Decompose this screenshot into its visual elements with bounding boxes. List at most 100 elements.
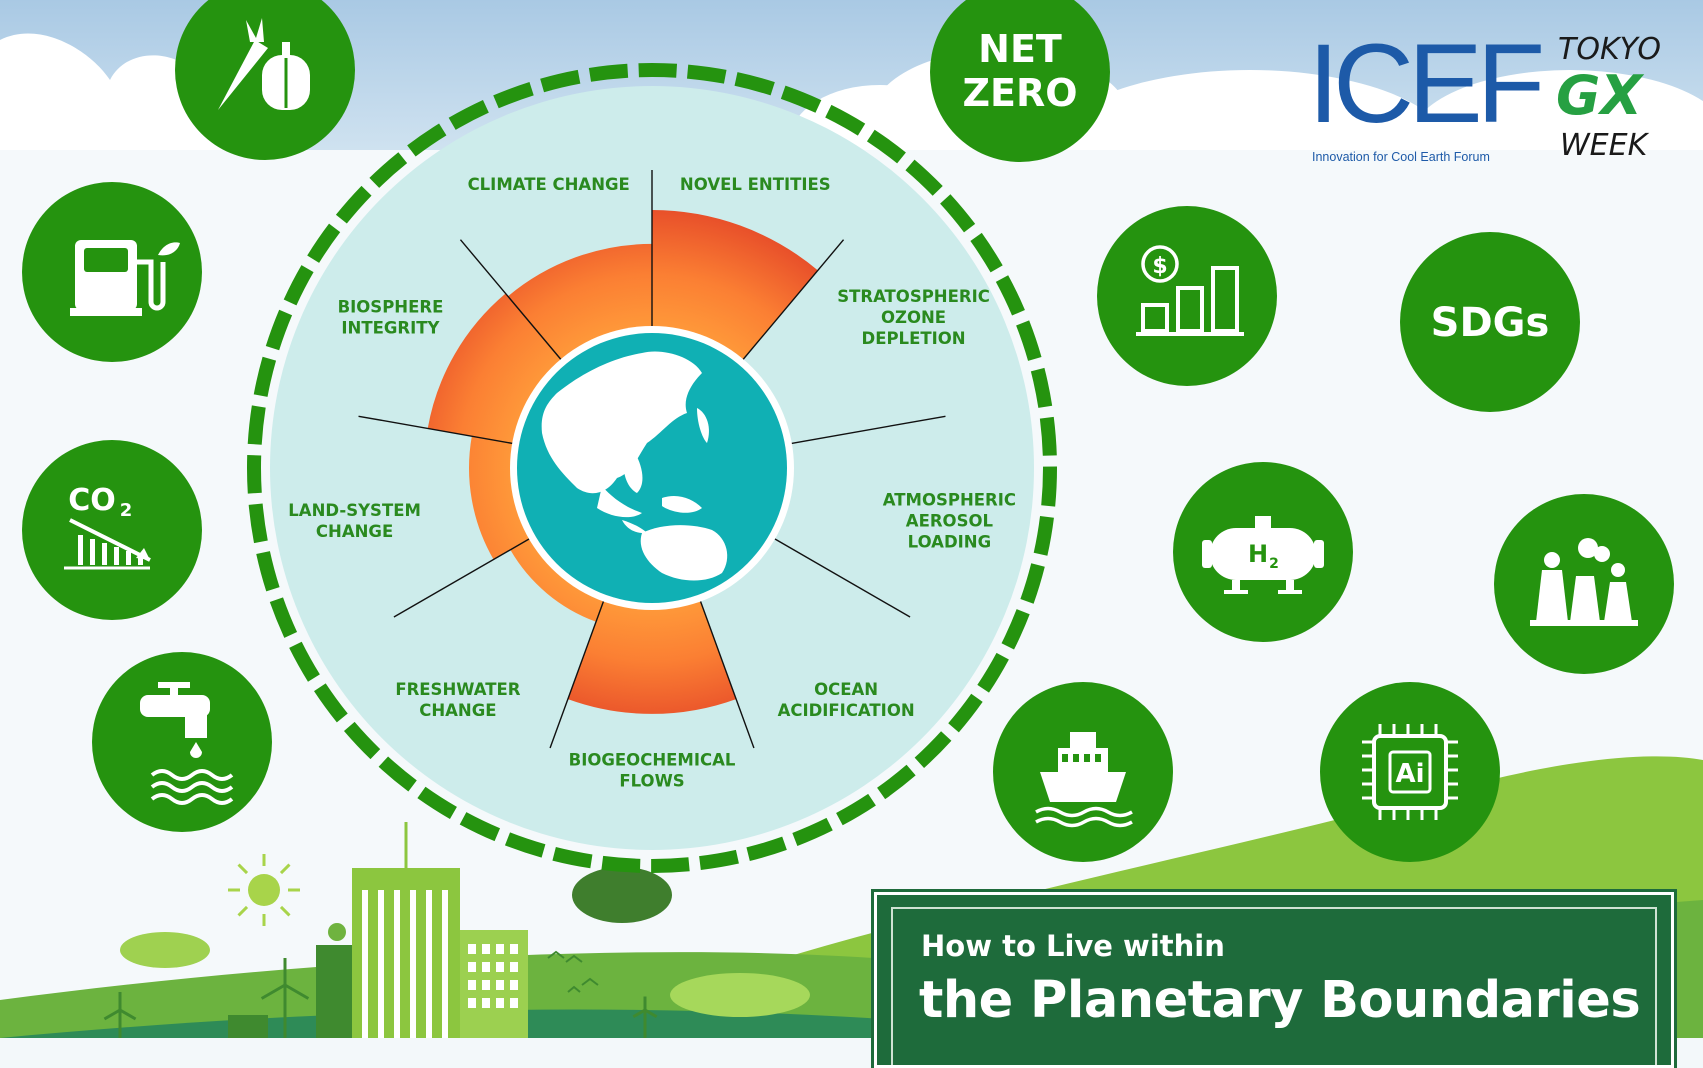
wind-turbine-3 bbox=[632, 996, 658, 1038]
boundary-label-line: FLOWS bbox=[619, 772, 684, 791]
continent-shape bbox=[622, 520, 647, 534]
gx-logo-top: TOKYO bbox=[1558, 32, 1662, 67]
boundary-divider bbox=[736, 239, 845, 367]
title-mainline: the Planetary Boundaries bbox=[919, 971, 1641, 1030]
transgression-wedge bbox=[469, 436, 534, 560]
boundary-label-line: STRATOSPHERIC bbox=[837, 287, 990, 306]
icef-tagline: Innovation for Cool Earth Forum bbox=[1312, 150, 1490, 164]
continent-shape bbox=[541, 351, 702, 494]
water-tap-icon-circle bbox=[92, 652, 272, 832]
water-tap-icon bbox=[92, 652, 272, 832]
boundary-label: BIOSPHERE INTEGRITY bbox=[338, 298, 444, 338]
wind-turbine-1 bbox=[260, 958, 310, 1038]
boundary-label-line: LOADING bbox=[908, 532, 991, 551]
boundary-label: ATMOSPHERIC AEROSOL LOADING bbox=[883, 490, 1016, 551]
birds-icon bbox=[547, 950, 583, 963]
boundary-divider bbox=[549, 592, 608, 749]
ai-chip-icon: Ai bbox=[1320, 682, 1500, 862]
h2-subscript: 2 bbox=[1269, 556, 1279, 572]
title-subline: How to Live within bbox=[921, 929, 1225, 963]
building-low bbox=[228, 1015, 268, 1038]
transgression-wedge bbox=[510, 536, 606, 622]
boundary-label-line: OCEAN bbox=[814, 680, 878, 699]
city-skyline bbox=[228, 822, 528, 1038]
transgression-wedge bbox=[427, 293, 564, 445]
boundary-label-line: FRESHWATER bbox=[395, 680, 520, 699]
gx-logo-middle: GX bbox=[1556, 64, 1642, 127]
factory-emissions-icon bbox=[1494, 494, 1674, 674]
green-finance-icon-circle bbox=[1097, 206, 1277, 386]
boundary-divider bbox=[782, 415, 946, 446]
boundary-label: STRATOSPHERIC OZONE DEPLETION bbox=[837, 287, 990, 348]
boundary-label-line: CHANGE bbox=[316, 522, 393, 541]
boundary-label: FRESHWATER CHANGE bbox=[395, 680, 520, 720]
biofuel-pump-icon bbox=[22, 182, 202, 362]
sdgs-label: SDGs bbox=[1431, 300, 1550, 346]
boundary-label-line: CHANGE bbox=[419, 701, 496, 720]
boundary-label: NOVEL ENTITIES bbox=[680, 175, 831, 194]
icef-logo: ICEF Innovation for Cool Earth Forum bbox=[1308, 28, 1545, 168]
transgression-wedge bbox=[652, 210, 818, 364]
boundary-label: LAND-SYSTEM CHANGE bbox=[288, 501, 421, 541]
title-banner: How to Live within the Planetary Boundar… bbox=[874, 892, 1674, 1068]
boundary-label-line: OZONE bbox=[881, 308, 946, 327]
boundary-label-line: BIOSPHERE bbox=[338, 298, 444, 317]
boundary-label-line: ACIDIFICATION bbox=[778, 701, 915, 720]
continent-shape bbox=[697, 408, 709, 443]
shrub-left bbox=[120, 932, 210, 968]
boundary-label: OCEAN ACIDIFICATION bbox=[778, 680, 915, 720]
net-zero-line1: NET bbox=[978, 27, 1062, 71]
boundary-label-line: LAND-SYSTEM bbox=[288, 501, 421, 520]
continent-shape bbox=[597, 486, 642, 518]
ship-icon bbox=[993, 682, 1173, 862]
sun-icon bbox=[228, 854, 300, 926]
boundary-divider bbox=[393, 533, 538, 618]
wind-turbine-2 bbox=[103, 992, 137, 1038]
boundary-label-line: AEROSOL bbox=[906, 511, 994, 530]
boundary-divider bbox=[766, 533, 911, 618]
sdgs-badge-circle bbox=[1400, 232, 1580, 412]
co2-label: CO bbox=[68, 483, 116, 518]
boundary-label: CLIMATE CHANGE bbox=[468, 175, 630, 194]
co2-reduction-icon-circle bbox=[22, 440, 202, 620]
boundary-label-line: ATMOSPHERIC bbox=[883, 490, 1016, 509]
continent-shape bbox=[662, 496, 702, 513]
icef-logo-lettering: ICEF bbox=[1308, 21, 1545, 146]
boundary-divider bbox=[358, 415, 522, 446]
title-banner-frame bbox=[891, 907, 1657, 1065]
green-finance-icon: $ bbox=[1097, 206, 1277, 386]
dollar-sign: $ bbox=[1152, 254, 1167, 279]
dashed-boundary-ring bbox=[247, 63, 1057, 873]
building-left bbox=[316, 945, 352, 1038]
boundary-label-line: NOVEL ENTITIES bbox=[680, 175, 831, 194]
net-zero-line2: ZERO bbox=[962, 71, 1077, 115]
boundary-label-line: DEPLETION bbox=[862, 329, 966, 348]
vegetables-icon bbox=[175, 0, 355, 160]
h2-label: H bbox=[1248, 540, 1268, 568]
birds-icon-2 bbox=[567, 977, 599, 993]
boundary-label-line: INTEGRITY bbox=[341, 319, 440, 338]
boundary-label: BIOGEOCHEMICAL FLOWS bbox=[569, 751, 736, 791]
planetary-boundaries-diagram: CLIMATE CHANGE NOVEL ENTITIES STRATOSPHERI… bbox=[247, 63, 1057, 873]
earth-globe-icon bbox=[510, 326, 794, 610]
boundary-divider bbox=[459, 239, 568, 367]
ai-label: Ai bbox=[1395, 759, 1424, 789]
boundary-label-line: BIOGEOCHEMICAL bbox=[569, 751, 736, 770]
boundary-label-line: CLIMATE CHANGE bbox=[468, 175, 630, 194]
boundary-divider bbox=[696, 592, 755, 749]
continent-shape bbox=[640, 525, 728, 581]
tree-cloud-dark bbox=[572, 867, 672, 923]
continent-shape bbox=[623, 448, 643, 493]
co2-subscript: 2 bbox=[120, 500, 133, 521]
net-zero-badge-circle bbox=[930, 0, 1110, 162]
transgression-wedge bbox=[567, 596, 737, 714]
tokyo-gx-week-logo: TOKYO GX WEEK bbox=[1552, 32, 1672, 172]
gx-logo-bottom: WEEK bbox=[1560, 128, 1648, 163]
sdgs-badge: SDGs bbox=[1400, 232, 1580, 412]
shrub-center bbox=[670, 973, 810, 1017]
